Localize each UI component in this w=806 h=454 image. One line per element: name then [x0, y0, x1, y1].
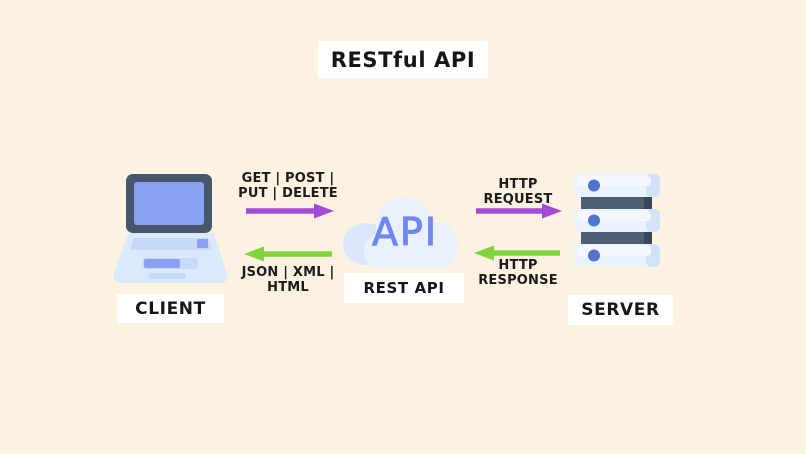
server-label: SERVER	[568, 295, 673, 325]
api-to-server-request-line1: HTTP	[498, 177, 538, 192]
rest-api-label-text: REST API	[363, 279, 445, 297]
client-to-api-methods-label: GET | POST | PUT | DELETE	[234, 171, 342, 201]
server-to-api-response-line1: HTTP	[498, 258, 538, 273]
api-to-client-formats-line2: HTML	[267, 280, 309, 295]
client-label: CLIENT	[117, 294, 224, 323]
api-to-client-formats-line1: JSON | XML |	[241, 265, 335, 280]
diagram-title-text: RESTful API	[330, 47, 476, 72]
client-to-api-methods-line2: PUT | DELETE	[238, 186, 338, 201]
cloud-api-text: API	[371, 210, 439, 254]
server-to-api-arrow-icon	[474, 245, 560, 261]
api-to-client-formats-label: JSON | XML | HTML	[234, 265, 342, 295]
client-to-api-arrow-icon	[246, 203, 334, 219]
server-to-api-response-line2: RESPONSE	[478, 273, 558, 288]
diagram-title: RESTful API	[318, 41, 488, 78]
api-to-client-arrow-icon	[244, 246, 332, 262]
api-to-server-request-line2: REQUEST	[483, 192, 553, 207]
client-to-api-methods-line1: GET | POST |	[241, 171, 335, 186]
laptop-icon	[113, 174, 228, 283]
client-label-text: CLIENT	[135, 298, 206, 319]
server-label-text: SERVER	[581, 300, 660, 320]
cloud-icon	[343, 197, 458, 268]
server-to-api-response-label: HTTP RESPONSE	[468, 258, 568, 288]
api-to-server-arrow-icon	[476, 203, 562, 219]
api-to-server-request-label: HTTP REQUEST	[468, 177, 568, 207]
server-icon	[574, 174, 660, 267]
rest-api-label: REST API	[344, 273, 464, 303]
